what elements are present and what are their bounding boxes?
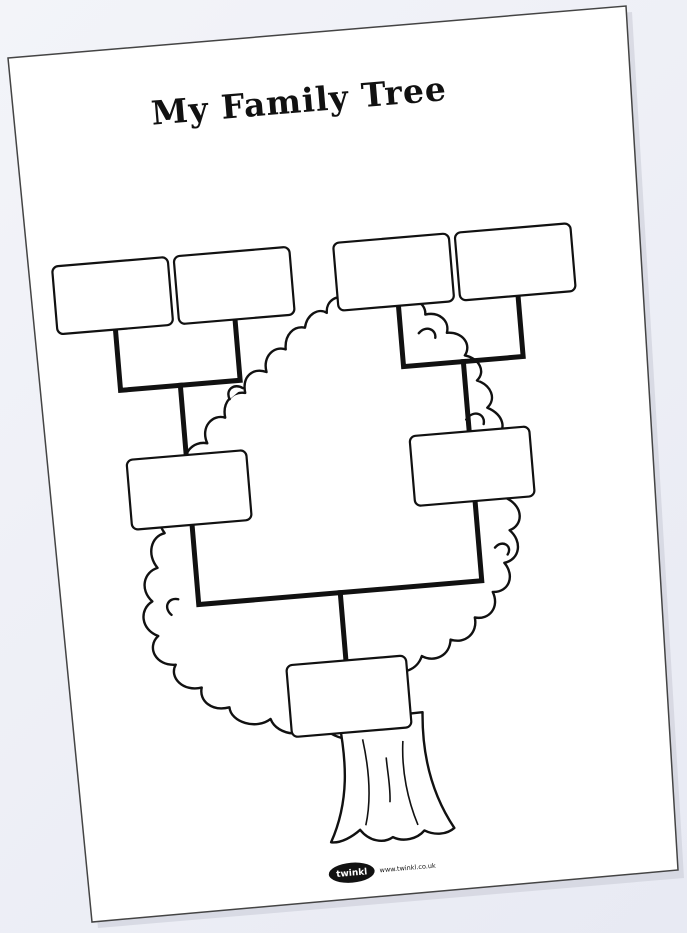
- name-box-grandparent-1[interactable]: [52, 257, 173, 334]
- name-box-grandparent-3[interactable]: [333, 233, 454, 310]
- name-box-child[interactable]: [286, 655, 412, 737]
- name-box-parent-2[interactable]: [409, 426, 534, 506]
- name-box-grandparent-2[interactable]: [174, 247, 295, 324]
- name-box-parent-1[interactable]: [126, 450, 251, 530]
- name-box-grandparent-4[interactable]: [455, 223, 576, 300]
